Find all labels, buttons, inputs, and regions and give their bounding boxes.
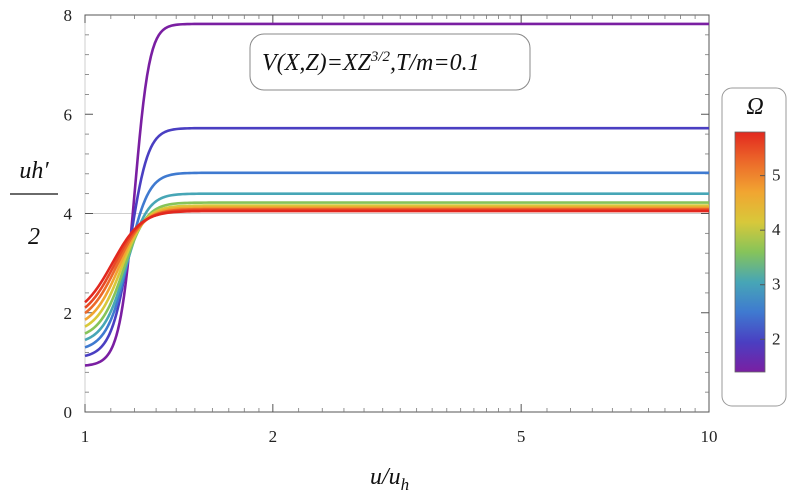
x-tick-label: 1 [81, 427, 90, 446]
y-tick-label: 0 [64, 403, 73, 422]
y-axis-label: uh′ 2 [10, 158, 58, 250]
x-tick-label: 10 [701, 427, 718, 446]
y-tick-label: 8 [64, 6, 73, 25]
colorbar-tick-label: 3 [772, 275, 781, 294]
series-line-omega-1.4 [83, 22, 709, 367]
series-line-omega-2.9 [83, 192, 709, 342]
annotation-box: V(X,Z)=XZ3/2,T/m=0.1 [249, 33, 531, 91]
colorbar-tick-label: 2 [772, 329, 781, 348]
x-axis-label: u/uh [370, 464, 409, 494]
series-line-omega-5.4 [83, 208, 709, 309]
y-axis-ticks: 0 2 4 6 8 [64, 6, 709, 422]
y-axis-label-top: uh′ [19, 158, 49, 184]
series-line-omega-3.4 [83, 201, 709, 335]
x-axis-ticks: 1 2 5 10 [81, 15, 718, 446]
series-line-omega-3.9 [83, 204, 709, 328]
colorbar-tick-label: 5 [772, 166, 781, 185]
x-axis-label-text: u/uh [370, 464, 409, 494]
series-line-omega-2.4 [83, 171, 709, 349]
series-line-omega-1.9 [83, 126, 709, 358]
plot-area: 1 2 5 10 0 2 4 6 8 [64, 6, 718, 446]
colorbar [734, 131, 766, 373]
y-tick-label: 6 [64, 105, 73, 124]
series-line-omega-4.4 [83, 206, 709, 322]
y-axis-label-bottom: 2 [28, 224, 40, 250]
x-tick-label: 2 [269, 427, 278, 446]
annotation-text: V(X,Z)=XZ3/2,T/m=0.1 [262, 49, 480, 76]
colorbar-ticks: 2 3 4 5 [760, 166, 781, 348]
series-line-omega-4.9 [83, 207, 709, 315]
legend-title: Ω [746, 94, 763, 120]
x-tick-label: 5 [517, 427, 526, 446]
colorbar-legend: Ω 2 3 4 5 [721, 87, 787, 407]
series-line-omega-5.8 [83, 209, 709, 304]
y-tick-label: 2 [64, 304, 73, 323]
series-group [83, 22, 709, 367]
y-tick-label: 4 [64, 205, 73, 224]
colorbar-tick-label: 4 [772, 220, 781, 239]
